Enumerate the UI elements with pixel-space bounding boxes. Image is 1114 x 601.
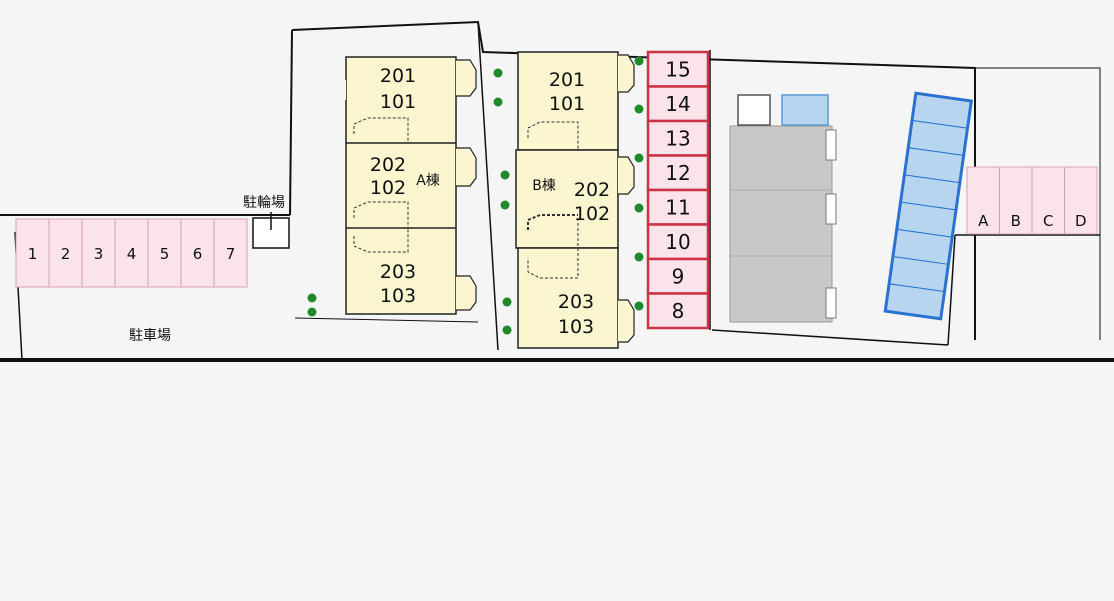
- parking-spot-label: 8: [672, 299, 685, 323]
- parking-spot-label: D: [1075, 212, 1087, 230]
- parking-spot-3: 3: [81, 218, 116, 288]
- parking-spot-6: 6: [180, 218, 215, 288]
- parking-spot-1: 1: [15, 218, 50, 288]
- parking-spot-A: A: [966, 166, 1000, 235]
- parking-spot-label: 14: [665, 92, 690, 116]
- center-parking-area: 15 14 13 12 11 10 9 8: [646, 50, 710, 330]
- b-unit-201: 201: [549, 69, 585, 91]
- tree-icon: [493, 68, 503, 78]
- parking-spot-D: D: [1064, 166, 1098, 235]
- parking-spot-label: 4: [127, 245, 137, 263]
- parking-spot-label: 7: [226, 245, 236, 263]
- a-unit-103: 103: [380, 285, 416, 307]
- parking-spot-label: 15: [665, 57, 690, 81]
- b-unit-203: 203: [558, 291, 594, 313]
- parking-spot-label: 6: [193, 245, 203, 263]
- parking-spot-label: 1: [28, 245, 38, 263]
- tree-icon: [307, 293, 317, 303]
- left-parking-area: 1 2 3 4 5 6 7: [15, 218, 248, 288]
- building-a: 201 101 202 102 A棟 203 103: [340, 56, 477, 315]
- parking-spot-13: 13: [646, 119, 710, 157]
- a-unit-102: 102: [370, 177, 406, 199]
- parking-spot-label: 11: [665, 195, 690, 219]
- parking-spot-label: 3: [94, 245, 104, 263]
- tree-icon: [307, 307, 317, 317]
- tree-icon: [500, 170, 510, 180]
- bicycle-parking: 駐輪場: [243, 194, 290, 249]
- tree-icon: [634, 301, 644, 311]
- tree-icon: [502, 325, 512, 335]
- tree-icon: [500, 200, 510, 210]
- parking-spot-label: 12: [665, 161, 690, 185]
- parking-spot-11: 11: [646, 188, 710, 226]
- parking-spot-C: C: [1031, 166, 1065, 235]
- tree-icon: [634, 203, 644, 213]
- parking-spot-12: 12: [646, 154, 710, 192]
- tree-icon: [634, 104, 644, 114]
- parking-spot-label: B: [1011, 212, 1021, 230]
- parking-spot-5: 5: [147, 218, 182, 288]
- parking-spot-10: 10: [646, 223, 710, 261]
- parking-spot-label: 5: [160, 245, 170, 263]
- blue-parking-outline: [883, 91, 974, 321]
- a-unit-201: 201: [380, 65, 416, 87]
- neighbor-building: [729, 94, 837, 323]
- right-parking-area: A B C D: [966, 166, 1098, 235]
- parking-spot-B: B: [999, 166, 1033, 235]
- building-a-label: A棟: [416, 173, 440, 189]
- parking-spot-label: 13: [665, 126, 690, 150]
- parking-label: 駐車場: [129, 327, 171, 344]
- parking-spot-7: 7: [213, 218, 248, 288]
- parking-spot-label: 9: [672, 264, 685, 288]
- a-unit-203: 203: [380, 261, 416, 283]
- tree-icon: [634, 56, 644, 66]
- parking-spot-14: 14: [646, 85, 710, 123]
- parking-spot-4: 4: [114, 218, 149, 288]
- b-unit-101: 101: [549, 93, 585, 115]
- tree-icon: [634, 153, 644, 163]
- b-unit-202: 202: [574, 179, 610, 201]
- parking-spot-label: 2: [61, 245, 71, 263]
- tree-icon: [502, 297, 512, 307]
- blue-parking-area: [883, 91, 974, 321]
- parking-spot-9: 9: [646, 257, 710, 295]
- a-unit-101: 101: [380, 91, 416, 113]
- building-b-label: B棟: [532, 178, 556, 194]
- b-unit-103: 103: [558, 316, 594, 338]
- parking-spot-label: A: [978, 212, 989, 230]
- bicycle-parking-label: 駐輪場: [243, 194, 285, 211]
- tree-icon: [493, 97, 503, 107]
- a-unit-202: 202: [370, 154, 406, 176]
- b-unit-102: 102: [574, 203, 610, 225]
- building-b: 201 101 B棟 202 102 203 103: [515, 51, 635, 349]
- parking-spot-8: 8: [646, 292, 710, 330]
- parking-spot-2: 2: [48, 218, 83, 288]
- tree-icon: [634, 252, 644, 262]
- trees: [307, 56, 644, 335]
- parking-spot-label: C: [1043, 212, 1053, 230]
- parking-spot-label: 10: [665, 230, 690, 254]
- parking-spot-15: 15: [646, 50, 710, 88]
